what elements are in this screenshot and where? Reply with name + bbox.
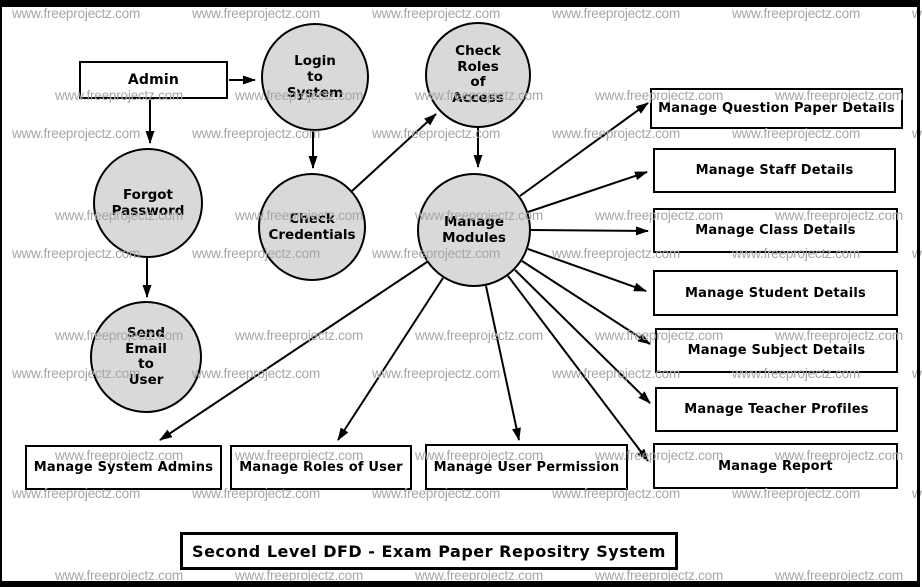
box-manage-question-paper-details: Manage Question Paper Details xyxy=(650,88,903,129)
arrow-modules-to-teacher xyxy=(514,269,651,404)
arrow-modules-to-report xyxy=(507,275,649,462)
process-login-to-system: Login to System xyxy=(261,23,369,131)
process-manage-modules: Manage Modules xyxy=(417,173,531,287)
box-manage-roles-of-user: Manage Roles of User xyxy=(230,445,412,490)
box-manage-teacher-profiles: Manage Teacher Profiles xyxy=(655,387,898,432)
arrow-check-credentials-to-check-roles xyxy=(351,113,437,192)
process-send-email-to-user: Send Email to User xyxy=(90,301,202,413)
box-manage-subject-details: Manage Subject Details xyxy=(655,328,898,373)
process-forgot-password: Forgot Password xyxy=(93,148,203,258)
process-check-credentials: Check Credentials xyxy=(258,173,366,281)
entity-admin: Admin xyxy=(79,61,228,99)
arrow-modules-to-system-admins xyxy=(159,261,428,441)
diagram-title: Second Level DFD - Exam Paper Repositry … xyxy=(180,532,678,570)
arrow-modules-to-roles-of-user xyxy=(337,277,444,441)
box-manage-class-details: Manage Class Details xyxy=(653,208,898,253)
process-check-roles-of-access: Check Roles of Access xyxy=(425,22,531,128)
arrow-modules-to-question-paper xyxy=(519,102,649,197)
arrow-modules-to-class xyxy=(530,226,649,236)
box-manage-user-permission: Manage User Permission xyxy=(425,444,628,490)
arrow-modules-to-user-permission xyxy=(485,285,521,441)
arrow-modules-to-student xyxy=(527,248,647,292)
box-manage-report: Manage Report xyxy=(653,443,898,489)
arrow-modules-to-subject xyxy=(521,260,651,345)
box-manage-system-admins: Manage System Admins xyxy=(25,445,222,490)
box-manage-staff-details: Manage Staff Details xyxy=(653,148,896,193)
arrow-modules-to-staff xyxy=(527,171,648,213)
box-manage-student-details: Manage Student Details xyxy=(653,270,898,316)
